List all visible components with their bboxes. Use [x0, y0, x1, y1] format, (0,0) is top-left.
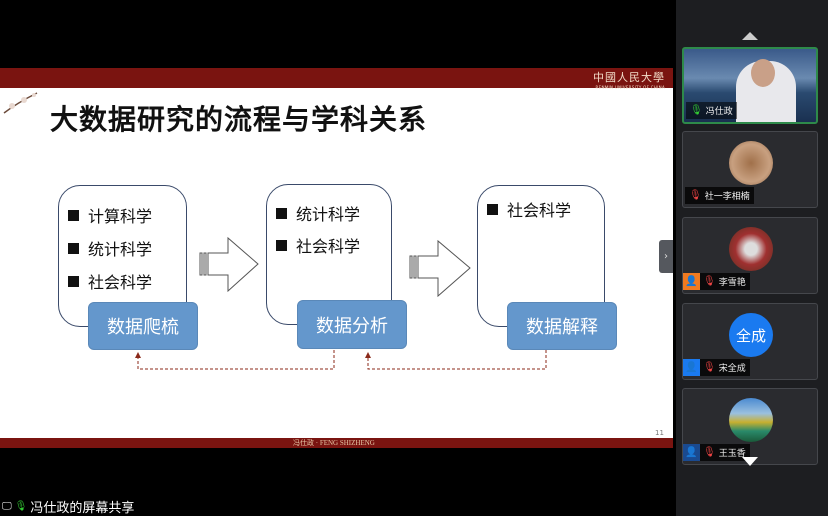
flow-connectors: [135, 236, 547, 370]
item-text: 社会科学: [88, 273, 153, 292]
item-text: 社会科学: [507, 201, 572, 220]
bullet-icon: [68, 275, 79, 287]
user-icon: 👤: [683, 444, 700, 461]
participant-tile[interactable]: 👤🎙王玉香: [682, 388, 818, 465]
participant-name: 李雪艳: [718, 278, 746, 288]
slide-header-bar: 中國人民大學 RENMIN UNIVERSITY OF CHINA: [0, 68, 673, 90]
stage-label-1: 数据爬梳: [88, 302, 198, 350]
bullet-icon: [276, 239, 287, 251]
item-text: 统计科学: [296, 205, 361, 224]
scroll-up-icon[interactable]: [742, 32, 758, 40]
user-icon: 👤: [683, 273, 700, 290]
participant-nametag: 🎙社一李相楠: [685, 187, 754, 204]
stage-item: 计算科学: [68, 203, 152, 227]
mic-on-icon: 🎙: [690, 105, 703, 116]
arrow-right-icon: [409, 239, 471, 298]
share-label: 冯仕政的屏幕共享: [30, 501, 135, 516]
stage-item: 统计科学: [68, 236, 152, 260]
participant-name: 社一李相楠: [704, 192, 750, 202]
screen-share-icon: 🖵: [2, 501, 12, 512]
stage-label-3: 数据解释: [507, 302, 617, 350]
participant-nametag: 🎙冯仕政: [686, 102, 737, 119]
stage-item: 统计科学: [276, 201, 360, 225]
feedback-dashed-arrow: [137, 350, 335, 370]
mic-muted-icon: 🎙: [703, 447, 716, 458]
item-text: 计算科学: [88, 207, 153, 226]
feedback-dashed-arrow: [367, 350, 547, 370]
participant-tile[interactable]: 🎙社一李相楠: [682, 131, 818, 208]
participant-name: 宋全成: [718, 364, 746, 374]
arrowhead-icon: [365, 352, 371, 358]
participant-name: 冯仕政: [705, 107, 733, 117]
stage-item: 社会科学: [276, 233, 360, 257]
participant-tile[interactable]: 全成 👤🎙宋全成: [682, 303, 818, 380]
bullet-icon: [487, 203, 498, 215]
logo-cn: 中國人民大學: [593, 71, 665, 84]
participant-tile-video[interactable]: 🎙冯仕政: [682, 47, 818, 124]
bullet-icon: [68, 209, 79, 221]
participant-nametag: 👤🎙宋全成: [683, 359, 750, 376]
participant-name: 王玉香: [718, 449, 746, 459]
mic-on-icon: 🎙: [14, 501, 28, 512]
slide-title: 大数据研究的流程与学科关系: [50, 103, 428, 136]
item-text: 统计科学: [88, 240, 153, 259]
bullet-icon: [68, 242, 79, 254]
item-text: 社会科学: [296, 237, 361, 256]
stage-item: 社会科学: [487, 197, 571, 221]
scroll-down-icon[interactable]: [742, 457, 758, 466]
participant-nametag: 👤🎙王玉香: [683, 444, 750, 461]
plum-blossom-decoration: [3, 92, 38, 114]
avatar: [729, 398, 773, 442]
arrowhead-icon: [135, 352, 141, 358]
participant-tile[interactable]: 👤🎙李雪艳: [682, 217, 818, 294]
collapse-panel-button[interactable]: ›: [659, 240, 673, 273]
mic-muted-icon: 🎙: [703, 276, 716, 287]
arrow-right-icon: [199, 236, 259, 293]
participant-nametag: 👤🎙李雪艳: [683, 273, 750, 290]
mic-muted-icon: 🎙: [689, 190, 702, 201]
logo-en: RENMIN UNIVERSITY OF CHINA: [595, 85, 665, 90]
page-number: 11: [655, 429, 664, 437]
shared-slide: 中國人民大學 RENMIN UNIVERSITY OF CHINA 大数据研究的…: [0, 68, 673, 448]
avatar: 全成: [729, 313, 773, 357]
mic-muted-icon: 🎙: [703, 362, 716, 373]
user-icon: 👤: [683, 359, 700, 376]
university-logo: 中國人民大學 RENMIN UNIVERSITY OF CHINA: [593, 69, 665, 90]
screen-share-indicator: 🖵 🎙 冯仕政的屏幕共享: [2, 497, 134, 516]
stage-item: 社会科学: [68, 269, 152, 293]
stage-label-2: 数据分析: [297, 300, 407, 349]
avatar: [729, 141, 773, 185]
slide-footer-bar: 冯仕政 · FENG SHIZHENG: [0, 438, 673, 448]
footer-text: 冯仕政 · FENG SHIZHENG: [293, 439, 375, 447]
participant-panel: 🎙冯仕政 🎙社一李相楠 👤🎙李雪艳 全成 👤🎙宋全成 👤🎙王玉香: [676, 0, 828, 516]
avatar: [729, 227, 773, 271]
bullet-icon: [276, 207, 287, 219]
